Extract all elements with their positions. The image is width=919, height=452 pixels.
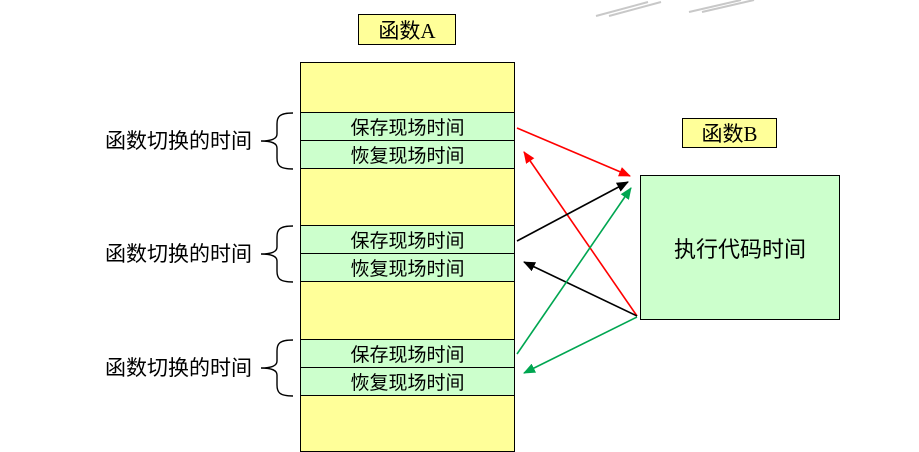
arrow-b-to-restore2	[523, 261, 638, 317]
function-b-body-text: 执行代码时间	[673, 236, 806, 262]
arrow-save3-to-b	[516, 187, 632, 355]
context-restore-row: 恢复现场时间	[300, 367, 515, 396]
switch-block-1: 保存现场时间 恢复现场时间	[300, 112, 515, 170]
switch-time-label-2: 函数切换的时间	[105, 242, 252, 266]
switch-block-2: 保存现场时间 恢复现场时间	[300, 225, 515, 283]
context-save-row: 保存现场时间	[300, 112, 515, 141]
switch-time-label-1: 函数切换的时间	[105, 129, 252, 153]
switch-time-label-3: 函数切换的时间	[105, 356, 252, 380]
brace-2	[260, 225, 294, 283]
arrow-b-to-restore1	[523, 151, 638, 317]
context-save-row: 保存现场时间	[300, 225, 515, 254]
function-a-title: 函数A	[358, 14, 456, 45]
watermark-marks	[595, 0, 755, 17]
function-b-title: 函数B	[682, 118, 777, 148]
context-restore-row: 恢复现场时间	[300, 140, 515, 169]
switch-block-3: 保存现场时间 恢复现场时间	[300, 339, 515, 397]
function-b-execution-box: 执行代码时间	[640, 175, 840, 320]
arrow-save2-to-b	[516, 181, 629, 242]
arrow-save1-to-b	[516, 127, 631, 177]
watermark-stroke	[608, 1, 662, 17]
context-save-row: 保存现场时间	[300, 339, 515, 368]
grouping-braces	[260, 112, 294, 397]
brace-3	[260, 339, 294, 397]
function-b-title-text: 函数B	[701, 122, 758, 146]
function-a-title-text: 函数A	[378, 18, 436, 43]
watermark-stroke	[701, 0, 755, 13]
watermark-stroke	[595, 1, 649, 17]
context-restore-row: 恢复现场时间	[300, 253, 515, 282]
arrow-b-to-restore3	[523, 316, 638, 374]
brace-1	[260, 112, 294, 170]
watermark-stroke	[688, 0, 742, 13]
